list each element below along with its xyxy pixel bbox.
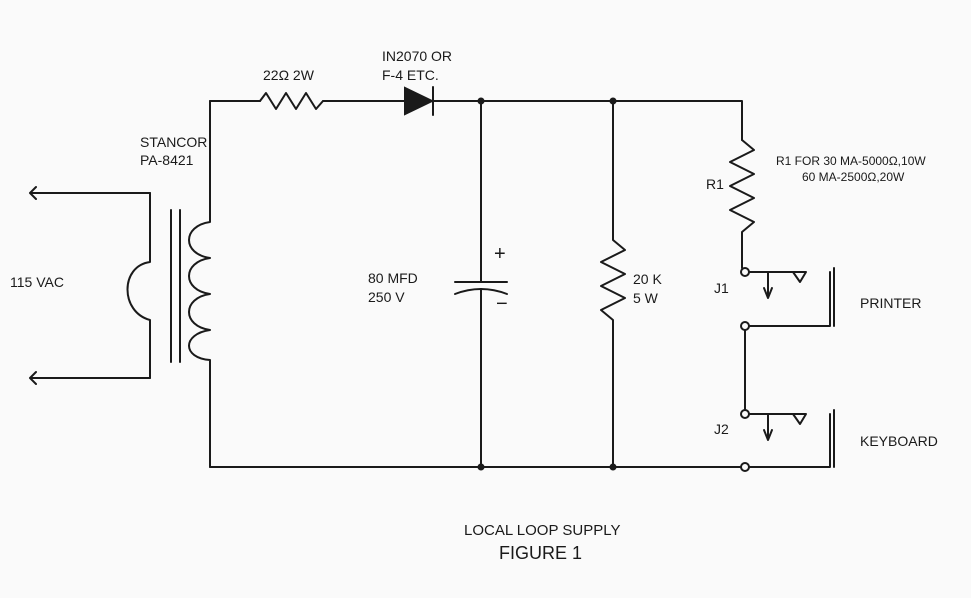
resistor-20k-label-value: 20 K — [633, 271, 662, 287]
jack-j1-label: J1 — [714, 280, 729, 296]
resistor-20k-label-power: 5 W — [633, 290, 658, 306]
keyboard-label: KEYBOARD — [860, 433, 938, 449]
top-rail-right — [432, 100, 743, 141]
capacitor-minus-sign: − — [496, 293, 508, 315]
caption-figure-number: FIGURE 1 — [499, 543, 583, 563]
diode-label-alt: F-4 ETC. — [382, 67, 439, 83]
caption-title: LOCAL LOOP SUPPLY — [464, 522, 621, 539]
printer-label: PRINTER — [860, 295, 922, 311]
transformer-label-maker: STANCOR — [140, 134, 208, 150]
junction-dots — [477, 97, 617, 471]
resistor-20k — [600, 100, 626, 468]
resistor-r1-label: R1 — [706, 176, 724, 192]
resistor-22-ohm-label: 22Ω 2W — [263, 67, 314, 83]
jack-j2-symbol — [740, 409, 835, 472]
transformer-primary — [126, 192, 151, 379]
transformer-secondary — [188, 100, 211, 468]
resistor-22-ohm — [259, 92, 324, 110]
diode — [404, 86, 435, 116]
diode-label-part: IN2070 OR — [382, 48, 453, 64]
source-voltage-label: 115 VAC — [10, 274, 64, 290]
capacitor-label-voltage: 250 V — [368, 289, 405, 305]
transformer-core — [170, 209, 181, 363]
jack-j1-symbol — [740, 267, 835, 331]
capacitor-plus-sign: + — [494, 243, 506, 265]
resistor-r1-note-60ma: 60 MA-2500Ω,20W — [802, 170, 905, 184]
capacitor — [454, 100, 508, 468]
capacitor-label-value: 80 MFD — [368, 270, 418, 286]
jack-j2-label: J2 — [714, 421, 729, 437]
resistor-r1-note-30ma: R1 FOR 30 MA-5000Ω,10W — [776, 154, 926, 168]
resistor-r1 — [729, 139, 755, 269]
ac-input-leads — [29, 186, 151, 385]
transformer-label-model: PA-8421 — [140, 152, 194, 168]
